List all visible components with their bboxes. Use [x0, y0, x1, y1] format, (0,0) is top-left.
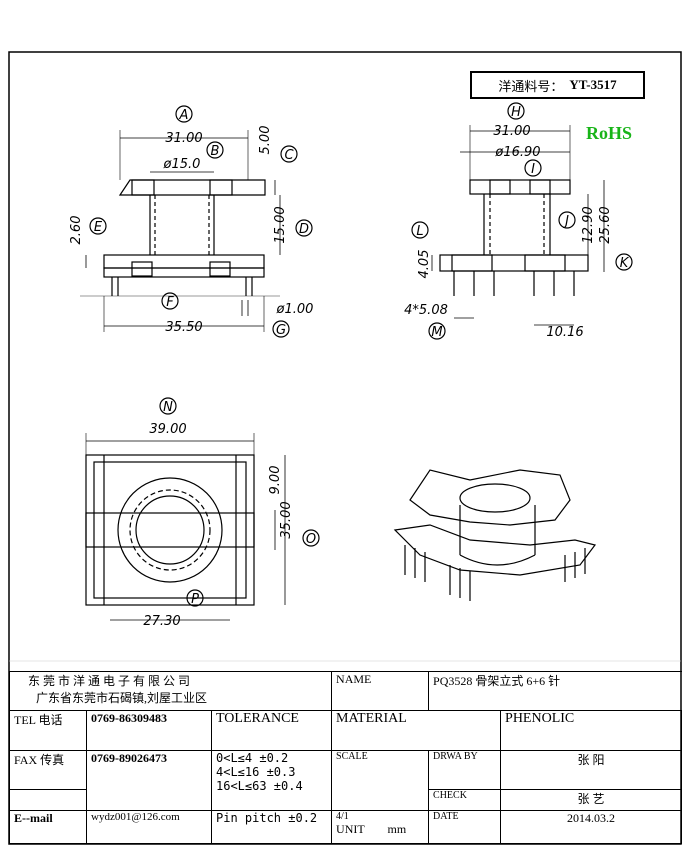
- side-view: [411, 102, 633, 340]
- date-label: DATE: [428, 809, 502, 845]
- front-view-labels: A B C D E F G 31.00 ø15.0 35.50 ø1.00 5.…: [69, 108, 313, 338]
- company-name: 东 莞 市 洋 通 电 子 有 限 公 司: [28, 674, 191, 688]
- dim-a-31: 31.00: [165, 131, 202, 146]
- tol-row-3: 16<L≤63 ±0.4: [216, 778, 303, 793]
- material-label: MATERIAL: [331, 710, 502, 751]
- dim-j-1290: 12.90: [581, 206, 596, 243]
- scale-cell: SCALE: [331, 749, 430, 811]
- tolerance-label: TOLERANCE: [210, 710, 333, 751]
- top-view-labels: N O P 39.00 27.30 9.00 35.00: [143, 400, 316, 629]
- company-cell: 东 莞 市 洋 通 电 子 有 限 公 司 广东省东莞市石碣镇,刘屋工业区: [8, 670, 333, 712]
- label-circle-G: [272, 320, 290, 338]
- label-I: I: [531, 162, 535, 177]
- dim-f-3550: 35.50: [165, 320, 202, 335]
- dim-l-405: 4.05: [417, 250, 432, 279]
- dim-n-39: 39.00: [149, 422, 186, 437]
- dim-i-169: ø16.90: [494, 145, 540, 160]
- fax-label: FAX 传真: [9, 749, 87, 791]
- label-P: P: [191, 592, 199, 607]
- label-H: H: [511, 105, 521, 120]
- tolerance-values: 0<L≤4 ±0.2 4<L≤16 ±0.3 16<L≤63 ±0.4: [210, 749, 333, 811]
- label-J: J: [562, 214, 569, 229]
- rohs-mark: RoHS: [586, 123, 633, 143]
- label-A: A: [179, 108, 189, 123]
- dim-m-508: 4*5.08: [404, 303, 448, 318]
- dim-g-1: ø1.00: [276, 302, 314, 317]
- dim-k-2560: 25.60: [598, 206, 613, 243]
- label-circle-A: [175, 105, 193, 123]
- tol-row-2: 4<L≤16 ±0.3: [216, 764, 296, 779]
- part-number-value: YT-3517: [569, 77, 617, 92]
- drwaby-label: DRWA BY: [428, 749, 502, 791]
- name-label: NAME: [331, 670, 430, 712]
- label-F: F: [166, 295, 174, 310]
- scale-label: SCALE: [336, 750, 368, 762]
- dim-o-9: 9.00: [268, 466, 283, 495]
- sheet-border: [8, 51, 682, 845]
- drwaby-value: 张 阳: [500, 749, 683, 791]
- label-circle-E: [89, 217, 107, 235]
- label-G: G: [276, 323, 286, 338]
- check-label: CHECK: [428, 789, 502, 811]
- dim-b-15: ø15.0: [163, 157, 201, 172]
- label-O: O: [306, 532, 316, 547]
- unit-cell: 4/1 UNIT mm: [331, 809, 430, 845]
- label-M: M: [431, 325, 442, 340]
- label-E: E: [94, 220, 103, 235]
- email-label: E--mail: [9, 809, 87, 845]
- scale-value: 4/1: [336, 810, 349, 822]
- dim-c-5: 5.00: [258, 126, 273, 155]
- label-K: K: [620, 256, 630, 271]
- label-circle-D: [295, 219, 313, 237]
- label-circle-B: [206, 141, 224, 159]
- dim-m-1016: 10.16: [546, 325, 583, 340]
- front-view: [80, 105, 313, 338]
- part-number-box: 洋通料号： YT-3517: [470, 71, 645, 99]
- tol-row-1: 0<L≤4 ±0.2: [216, 750, 289, 765]
- unit-label: UNIT: [336, 821, 365, 836]
- label-circle-C: [280, 145, 298, 163]
- email-value: wydz001@126.com: [86, 809, 212, 845]
- dim-h-31: 31.00: [493, 124, 530, 139]
- company-address: 广东省东莞市石碣镇,刘屋工业区: [36, 691, 208, 705]
- title-block: 东 莞 市 洋 通 电 子 有 限 公 司 广东省东莞市石碣镇,刘屋工业区 NA…: [8, 670, 683, 845]
- label-circle-F: [161, 292, 179, 310]
- label-L: L: [416, 224, 423, 239]
- fax-value: 0769-89026473: [86, 749, 212, 811]
- check-value: 张 艺: [500, 789, 683, 811]
- unit-value: mm: [387, 821, 407, 836]
- material-value: PHENOLIC: [500, 710, 683, 751]
- date-value: 2014.03.2: [500, 809, 683, 845]
- part-number-label: 洋通料号：: [498, 78, 564, 94]
- label-B: B: [211, 144, 220, 159]
- tol-row-4: Pin pitch ±0.2: [210, 809, 333, 845]
- dim-o-35: 35.00: [279, 501, 294, 538]
- side-view-labels: H I J K L M 31.00 ø16.90 4*5.08 10.16 12…: [404, 105, 630, 340]
- isometric-view: [393, 469, 597, 601]
- dim-p-273: 27.30: [143, 614, 180, 629]
- top-view: [85, 397, 320, 621]
- label-N: N: [163, 400, 173, 415]
- tel-value: 0769-86309483: [86, 710, 212, 751]
- label-D: D: [299, 222, 309, 237]
- label-C: C: [284, 148, 294, 163]
- dim-d-15: 15.00: [273, 206, 288, 243]
- dim-e-26: 2.60: [69, 216, 84, 245]
- tel-label: TEL 电话: [9, 710, 87, 751]
- name-value: PQ3528 骨架立式 6+6 针: [428, 670, 682, 711]
